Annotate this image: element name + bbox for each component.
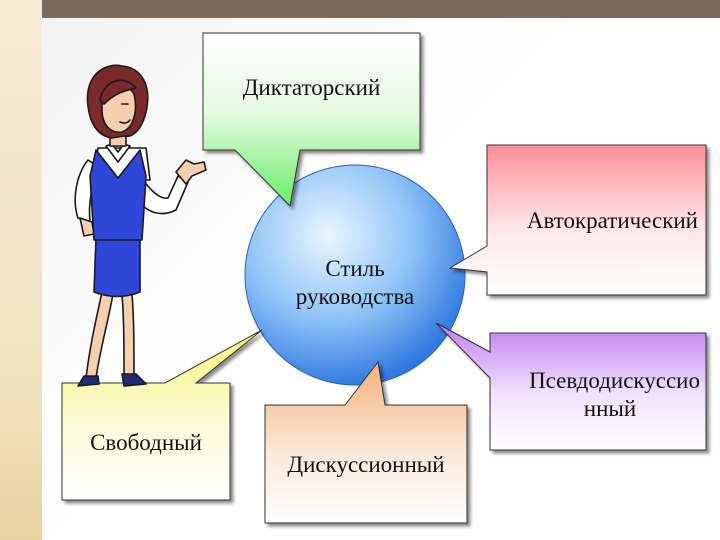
business-woman-pointing-icon [74, 64, 207, 387]
callout-dictatorial [202, 32, 421, 208]
center-circle [244, 164, 466, 386]
label-discussion: Дискуссионный [287, 452, 445, 477]
callout-pseudo-discussion [435, 322, 707, 451]
label-dictatorial: Диктаторский [242, 75, 381, 100]
label-pseudo-discussion-line1: Псевдодискуссио [529, 368, 700, 393]
label-autocratic: Автократический [526, 208, 698, 233]
label-free: Свободный [90, 430, 202, 455]
label-pseudo-discussion-line2: нный [583, 396, 637, 421]
callout-autocratic [448, 144, 707, 296]
left-decor-strip [0, 0, 42, 540]
callout-free [61, 329, 263, 501]
label-center-line1: Стиль [325, 256, 385, 281]
top-decor-bar [42, 0, 720, 18]
label-center-line2: руководства [295, 284, 415, 309]
callout-discussion [264, 360, 468, 524]
